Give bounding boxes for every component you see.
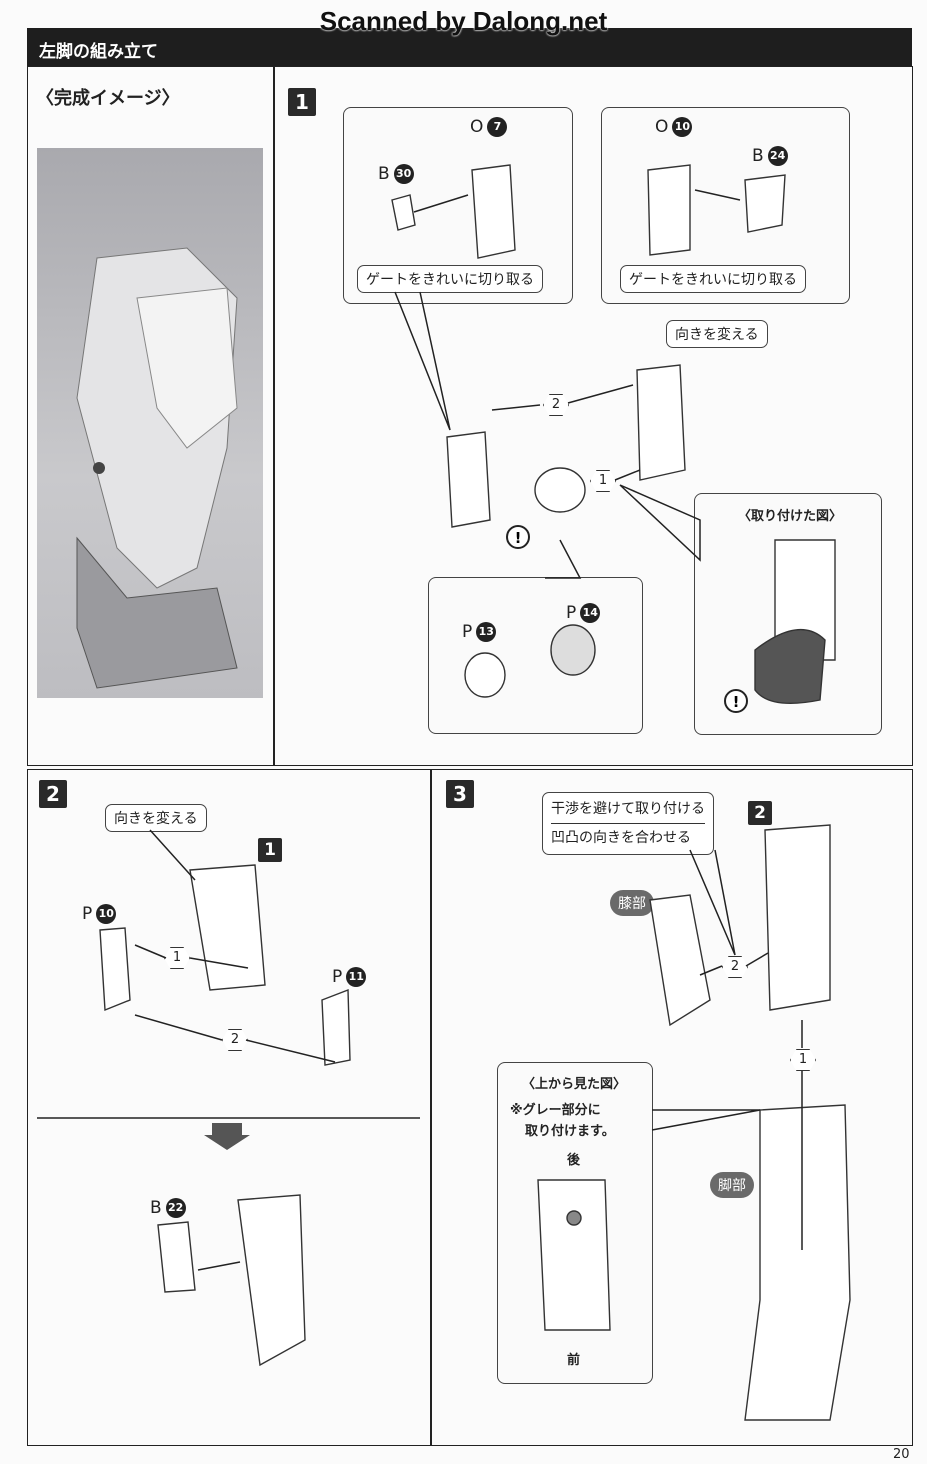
callout-line-2: 凹凸の向きを合わせる	[551, 830, 691, 846]
section-title: 左脚の組み立て	[39, 42, 158, 62]
order-1-marker: 1	[590, 470, 616, 492]
completed-image-label: 〈完成イメージ〉	[36, 88, 180, 109]
section-header: 左脚の組み立て	[27, 28, 912, 66]
step-number-1: 1	[288, 88, 316, 116]
callout-line-1: 干渉を避けて取り付ける	[551, 795, 705, 824]
callout-cut-gate-right: ゲートをきれいに切り取る	[620, 265, 806, 293]
top-view-note-1: ※グレー部分に	[510, 1103, 601, 1118]
order-2-marker: 2	[543, 394, 569, 416]
ref-step-2: 2	[748, 801, 772, 825]
page-number: 20	[893, 1447, 910, 1462]
step-number-2: 2	[39, 780, 67, 808]
divider	[273, 66, 275, 765]
order-1-marker: 1	[790, 1049, 816, 1071]
callout-assembly-note: 干渉を避けて取り付ける 凹凸の向きを合わせる	[542, 792, 714, 855]
step-number-3: 3	[446, 780, 474, 808]
step3-frame	[431, 769, 913, 1446]
leg-photo-illustration	[76, 247, 238, 689]
attached-view-title: 〈取り付けた図〉	[738, 509, 843, 524]
top-view-title: 〈上から見た図〉	[522, 1077, 627, 1092]
attached-view-box	[694, 493, 882, 735]
top-view-note-2: 取り付けます。	[525, 1124, 615, 1139]
ref-step-1: 1	[258, 838, 282, 862]
back-label: 後	[567, 1153, 581, 1168]
foot-label: 脚部	[710, 1172, 754, 1198]
callout-change-direction-2: 向きを変える	[105, 804, 207, 832]
detail-box-p13-p14	[428, 577, 643, 734]
watermark: Scanned by Dalong.net	[319, 6, 608, 36]
front-label: 前	[567, 1353, 581, 1368]
completed-image-photo	[37, 148, 263, 698]
callout-cut-gate-left: ゲートをきれいに切り取る	[357, 265, 543, 293]
step2-frame	[27, 769, 431, 1446]
knee-label: 膝部	[610, 890, 654, 916]
callout-change-direction: 向きを変える	[666, 320, 768, 348]
top-frame	[27, 66, 913, 766]
order-2-marker: 2	[722, 956, 748, 978]
